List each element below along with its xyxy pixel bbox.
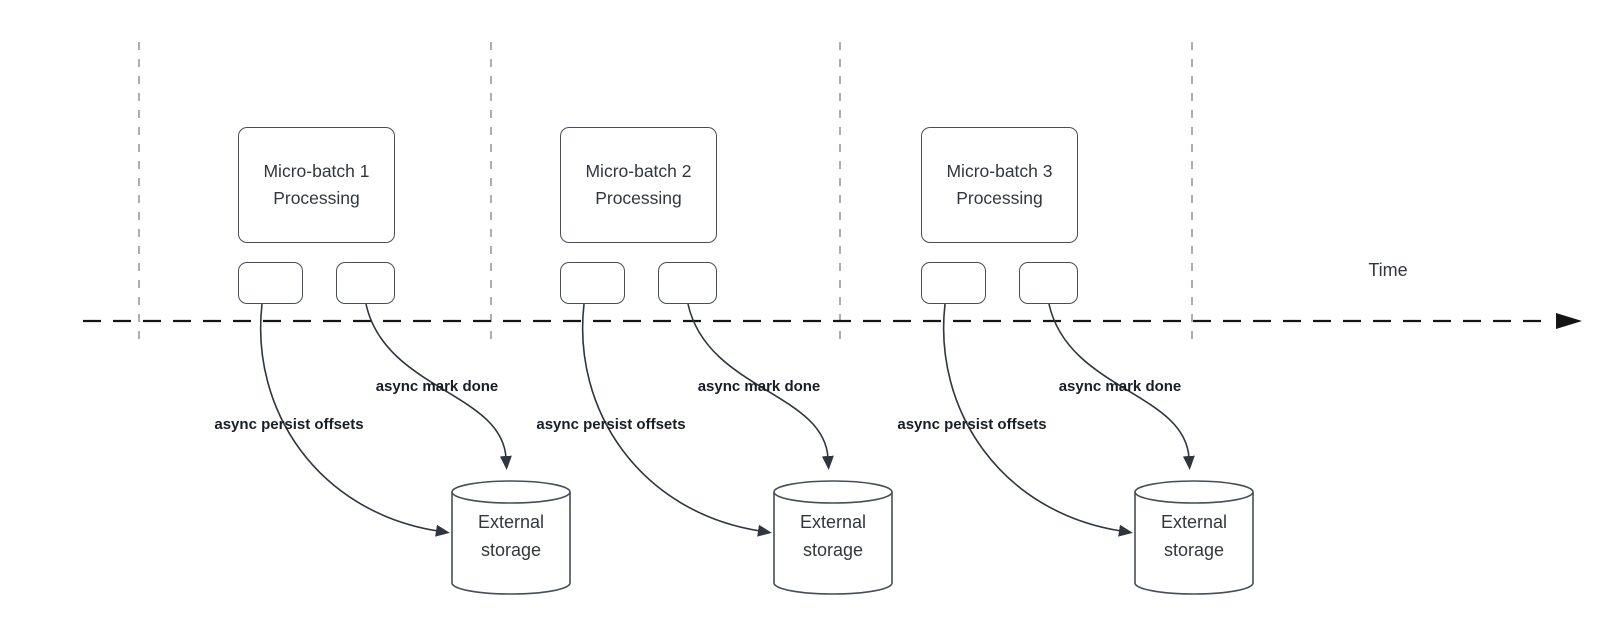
async-mark-done-label: async mark done — [697, 378, 821, 395]
storage-label-line2: storage — [802, 540, 864, 560]
batch-1-done-task-box — [336, 262, 395, 304]
processing-box-subtitle: Processing — [956, 188, 1043, 208]
async-mark-done-label: async mark done — [1058, 378, 1182, 395]
storage-label-line1: External — [799, 512, 867, 532]
async-mark-done-label: async mark done — [375, 378, 499, 395]
processing-box-subtitle: Processing — [595, 188, 682, 208]
async-persist-offsets-label: async persist offsets — [897, 416, 1047, 433]
external-storage-label: External storage — [1135, 508, 1253, 564]
micro-batch-2-processing-box: Micro-batch 2 Processing — [560, 127, 717, 243]
processing-box-title: Micro-batch 1 — [263, 161, 370, 181]
storage-label-line2: storage — [1163, 540, 1225, 560]
async-persist-offsets-label: async persist offsets — [536, 416, 686, 433]
async-persist-offsets-label: async persist offsets — [214, 416, 364, 433]
storage-label-line2: storage — [480, 540, 542, 560]
micro-batch-3-processing-box: Micro-batch 3 Processing — [921, 127, 1078, 243]
external-storage-label: External storage — [452, 508, 570, 564]
batch-2-done-task-box — [658, 262, 717, 304]
batch-3-offset-task-box — [921, 262, 986, 304]
processing-box-title: Micro-batch 2 — [585, 161, 692, 181]
batch-3-done-task-box — [1019, 262, 1078, 304]
batch-2-offset-task-box — [560, 262, 625, 304]
storage-label-line1: External — [1160, 512, 1228, 532]
time-axis-arrowhead-icon — [1556, 313, 1582, 329]
batch-1-offset-task-box — [238, 262, 303, 304]
time-axis-label: Time — [1368, 260, 1408, 280]
external-storage-label: External storage — [774, 508, 892, 564]
processing-box-subtitle: Processing — [273, 188, 360, 208]
processing-box-title: Micro-batch 3 — [946, 161, 1053, 181]
storage-label-line1: External — [477, 512, 545, 532]
micro-batch-1-processing-box: Micro-batch 1 Processing — [238, 127, 395, 243]
